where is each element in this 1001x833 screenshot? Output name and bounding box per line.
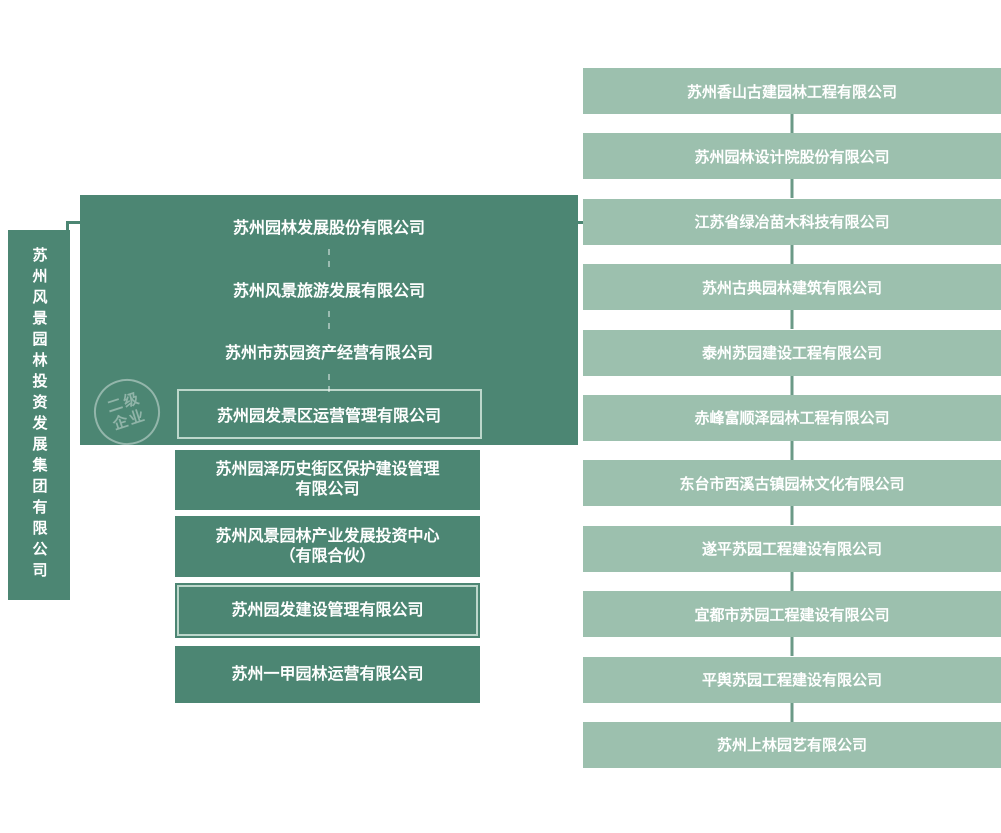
company-box: 赤峰富顺泽园林工程有限公司 bbox=[583, 394, 1001, 441]
company-box: 苏州一甲园林运营有限公司 bbox=[175, 646, 480, 703]
company-label: 苏州风景旅游发展有限公司 bbox=[232, 282, 425, 300]
company-box: 江苏省绿冶苗木科技有限公司 bbox=[583, 198, 1001, 245]
level2-to-level3-connector bbox=[574, 221, 585, 224]
level2-panel: 苏州园林发展股份有限公司 苏州风景旅游发展有限公司 苏州市苏园资产经营有限公司 … bbox=[80, 195, 578, 445]
company-box: 东台市西溪古镇园林文化有限公司 bbox=[583, 460, 1001, 507]
company-box: 苏州香山古建园林工程有限公司 bbox=[583, 68, 1001, 114]
company-box: 泰州苏园建设工程有限公司 bbox=[583, 329, 1001, 376]
company-box: 苏州风景园林产业发展投资中心 （有限合伙） bbox=[175, 516, 480, 577]
company-box: 遂平苏园工程建设有限公司 bbox=[583, 525, 1001, 572]
company-label-highlighted: 苏州园发景区运营管理有限公司 bbox=[176, 388, 482, 439]
root-connector-vertical bbox=[66, 221, 69, 232]
company-box: 苏州古典园林建筑有限公司 bbox=[583, 264, 1001, 311]
company-box-highlighted: 苏州园发建设管理有限公司 bbox=[175, 583, 480, 638]
company-box: 苏州风景旅游发展有限公司 bbox=[80, 258, 578, 321]
dashed-connector bbox=[328, 374, 330, 392]
company-label: 苏州园林发展股份有限公司 bbox=[232, 220, 425, 238]
company-box: 苏州园泽历史街区保护建设管理 有限公司 bbox=[175, 450, 480, 510]
company-box: 苏州园发景区运营管理有限公司 bbox=[80, 383, 578, 446]
company-box: 宜都市苏园工程建设有限公司 bbox=[583, 591, 1001, 638]
company-box: 苏州市苏园资产经营有限公司 bbox=[80, 320, 578, 383]
dashed-connector bbox=[328, 249, 330, 267]
dashed-connector bbox=[328, 311, 330, 329]
root-company-box: 苏州风景园林投资发展集团有限公司 bbox=[8, 230, 70, 600]
root-connector-horizontal bbox=[66, 221, 80, 224]
company-box: 平舆苏园工程建设有限公司 bbox=[583, 656, 1001, 703]
root-company-label: 苏州风景园林投资发展集团有限公司 bbox=[30, 247, 48, 583]
company-box: 苏州园林设计院股份有限公司 bbox=[583, 133, 1001, 180]
level3-column: 苏州香山古建园林工程有限公司 苏州园林设计院股份有限公司 江苏省绿冶苗木科技有限… bbox=[583, 68, 1001, 768]
company-label: 苏州市苏园资产经营有限公司 bbox=[224, 345, 433, 363]
company-box: 苏州园林发展股份有限公司 bbox=[80, 195, 578, 258]
company-box: 苏州上林园艺有限公司 bbox=[583, 721, 1001, 768]
